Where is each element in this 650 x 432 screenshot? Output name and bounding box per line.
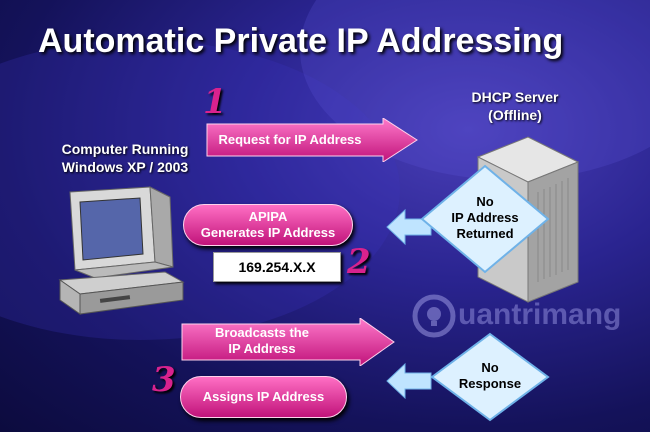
apipa-pill: APIPA Generates IP Address (183, 204, 353, 246)
lightbulb-logo-icon (412, 294, 456, 338)
broadcast-label-line2: IP Address (228, 341, 296, 356)
step-number-2: 2 (347, 242, 371, 282)
step-number-3: 3 (152, 360, 176, 400)
server-label: DHCP Server (Offline) (460, 88, 570, 124)
page-title: Automatic Private IP Addressing (38, 22, 564, 60)
server-label-line1: DHCP Server (471, 89, 559, 105)
watermark-text: uantrimang (458, 298, 622, 331)
server-label-line2: (Offline) (488, 107, 542, 123)
request-arrow (206, 118, 418, 162)
computer-label-line1: Computer Running (61, 141, 189, 157)
apipa-line1: APIPA (248, 209, 288, 224)
ip-address-box: 169.254.X.X (213, 252, 341, 282)
no-response-line1: No (481, 360, 499, 375)
no-response-diamond (430, 332, 550, 422)
broadcast-label-line1: Broadcasts the (215, 325, 309, 340)
broadcast-arrow-label: Broadcasts the IP Address (182, 325, 342, 357)
request-arrow-label: Request for IP Address (218, 132, 362, 147)
no-ip-line3: Returned (456, 226, 514, 241)
computer-icon (58, 186, 185, 315)
apipa-line2: Generates IP Address (200, 225, 336, 240)
left-arrow-icon (386, 362, 432, 400)
no-ip-line2: IP Address (451, 210, 519, 225)
assign-pill: Assigns IP Address (180, 376, 347, 418)
no-response-line2: Response (458, 376, 522, 391)
no-ip-line1: No (476, 194, 494, 209)
step-number-1: 1 (203, 82, 227, 122)
computer-label-line2: Windows XP / 2003 (61, 159, 189, 175)
computer-label: Computer Running Windows XP / 2003 (50, 140, 200, 176)
broadcast-arrow (181, 318, 395, 366)
no-ip-diamond (420, 164, 550, 274)
no-ip-text: No IP Address Returned (430, 194, 540, 242)
no-response-text: No Response (440, 360, 540, 392)
